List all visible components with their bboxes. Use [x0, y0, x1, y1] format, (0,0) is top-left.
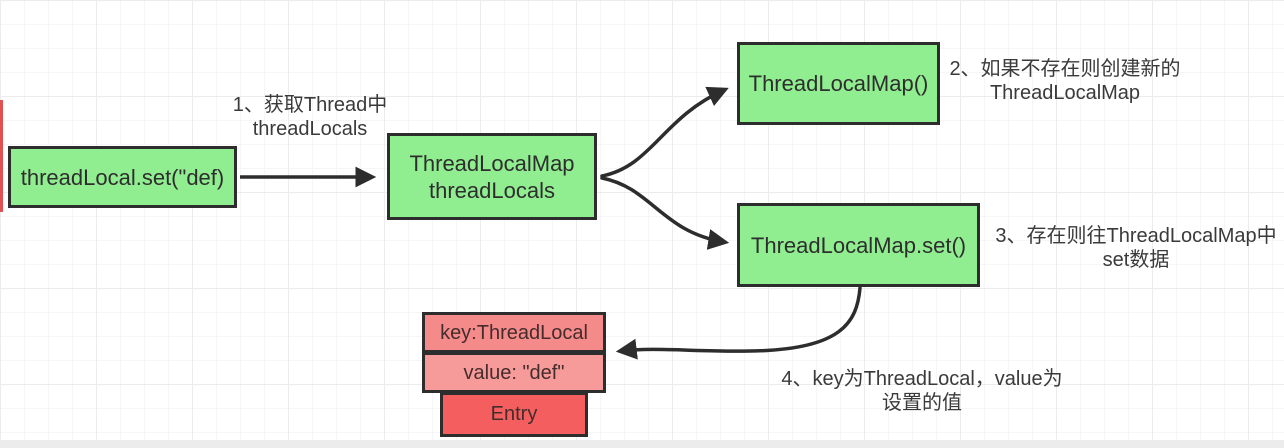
- node-threadlocals-label-line1: ThreadLocalMap: [409, 150, 575, 176]
- node-threadlocalmap-set: ThreadLocalMap.set(): [737, 203, 980, 287]
- arrow-threadlocals-to-set: [600, 176, 730, 250]
- bottom-strip: [0, 440, 1284, 448]
- node-entry-key-label: key:ThreadLocal: [440, 321, 588, 344]
- node-threadlocals: ThreadLocalMap threadLocals: [387, 133, 597, 220]
- node-entry-key: key:ThreadLocal: [422, 312, 606, 353]
- node-entry-value-label: value: "def": [463, 361, 565, 384]
- node-threadlocal-set-label: threadLocal.set("def): [20, 164, 225, 190]
- annotation-step-2-line2: ThreadLocalMap: [989, 82, 1141, 104]
- red-accent-line: [0, 100, 3, 212]
- node-threadlocal-set: threadLocal.set("def): [8, 146, 237, 208]
- annotation-step-2-line1: 2、如果不存在则创建新的: [949, 58, 1181, 80]
- annotation-step-2: 2、如果不存在则创建新的 ThreadLocalMap: [940, 57, 1190, 105]
- node-threadlocalmap-constructor-label: ThreadLocalMap(): [748, 71, 929, 96]
- annotation-step-4-line2: 设置的值: [882, 392, 962, 414]
- node-entry-label: Entry: [490, 403, 538, 425]
- annotation-step-1-line1: 1、获取Thread中: [232, 94, 388, 116]
- annotation-step-1: 1、获取Thread中 threadLocals: [225, 93, 395, 141]
- node-entry-value: value: "def": [422, 352, 606, 393]
- annotation-step-4: 4、key为ThreadLocal，value为 设置的值: [772, 367, 1072, 415]
- arrow-threadlocals-to-constructor: [600, 86, 729, 178]
- annotation-step-3-line2: set数据: [1102, 249, 1170, 271]
- annotation-step-3-line1: 3、存在则往ThreadLocalMap中: [995, 225, 1277, 247]
- node-threadlocalmap-constructor: ThreadLocalMap(): [737, 42, 940, 125]
- annotation-step-4-line1: 4、key为ThreadLocal，value为: [781, 368, 1063, 390]
- node-threadlocalmap-set-label: ThreadLocalMap.set(): [750, 232, 967, 258]
- annotation-step-3: 3、存在则往ThreadLocalMap中 set数据: [986, 224, 1284, 272]
- arrow-set-to-entry: [615, 286, 862, 360]
- annotation-step-1-line2: threadLocals: [252, 118, 368, 140]
- node-threadlocals-label-line2: threadLocals: [429, 177, 555, 203]
- node-entry: Entry: [440, 392, 588, 437]
